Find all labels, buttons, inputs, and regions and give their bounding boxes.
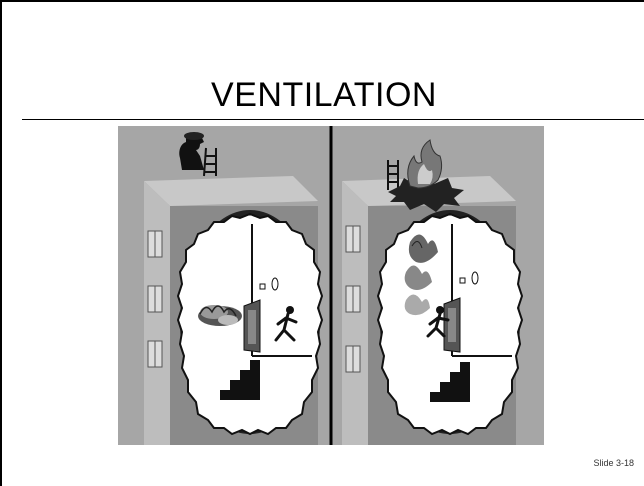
- right-building-side: [342, 181, 368, 445]
- right-building: [342, 140, 522, 445]
- left-building-side: [144, 181, 170, 445]
- slide-number: Slide 3-18: [593, 458, 634, 468]
- door-icon: [444, 298, 460, 352]
- ventilation-illustration: [118, 126, 544, 445]
- left-cutaway: [178, 210, 322, 434]
- right-cutaway: [378, 210, 522, 434]
- title-divider: [22, 119, 644, 120]
- left-building-roof: [144, 176, 318, 206]
- door-icon: [244, 300, 260, 352]
- slide-title: VENTILATION: [2, 76, 644, 115]
